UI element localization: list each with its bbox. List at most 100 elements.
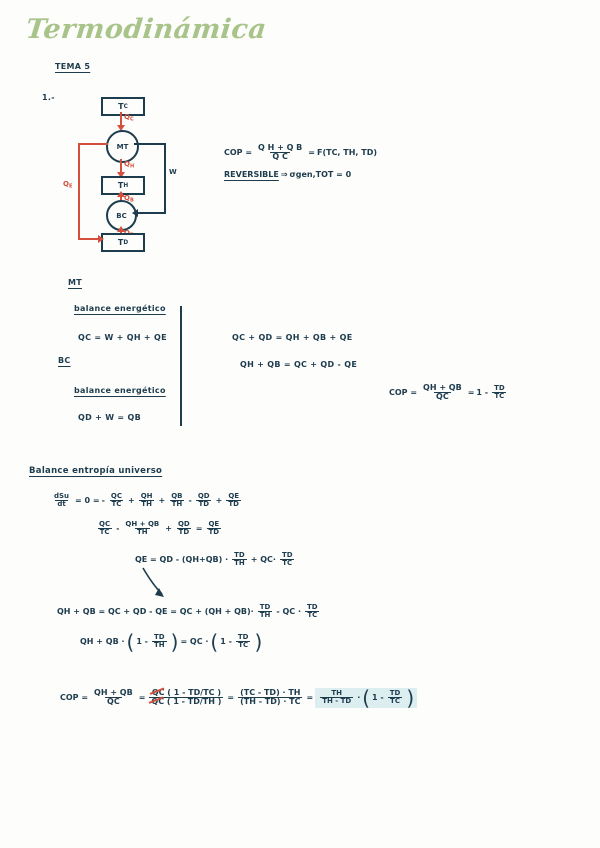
e3-f2-num: TD: [281, 551, 293, 559]
work-label-w: W: [169, 168, 177, 176]
e5-paren-close-2: ): [254, 629, 263, 654]
reversible-note: REVERSIBLE ⇒ σgen,TOT = 0: [224, 170, 351, 179]
e5-paren-open-2: (: [210, 629, 219, 654]
cop-mid-result-fraction: TD TC: [492, 384, 507, 401]
entropy-t4-den: TD: [196, 500, 212, 509]
machine-bc: BC: [106, 200, 137, 231]
highlighted-final-result: TH TH - TD · ( 1 - TD TC ): [315, 685, 418, 710]
entropy-equation-4: QH + QB = QC + QD - QE = QC + (QH + QB)·…: [57, 603, 322, 620]
dsu-den: dt: [55, 500, 68, 509]
entropy-t5-sign: +: [215, 496, 223, 506]
work-line-right: [164, 143, 166, 213]
flow-qc-line: [120, 112, 122, 127]
entropy-eq-zero: = 0 =: [75, 496, 100, 506]
cop-mid-result-num: TD: [494, 384, 505, 393]
bc-balance-label: balance energético: [74, 386, 166, 395]
entropy-t1-sign: -: [101, 496, 105, 506]
e3-frac-2: TD TC: [280, 551, 295, 568]
cop-mid-den: QC: [434, 392, 451, 402]
entropy-term-qb-th: QB TH: [169, 492, 185, 509]
e2-sign-1: -: [116, 524, 120, 534]
e2-term-b: QH + QB TH: [123, 520, 161, 537]
final-cop-frac-3: (TC - TD) · TH (TH - TD) · TC: [238, 688, 303, 707]
entropy-term-qh-th: QH TH: [139, 492, 155, 509]
entropy-t3-num: QB: [171, 492, 183, 500]
final-hl-paren-open: (: [362, 685, 371, 710]
e2-a-den: TC: [97, 528, 112, 537]
final-hl-paren-close: ): [406, 685, 415, 710]
entropy-t2-den: TH: [139, 500, 154, 509]
e5-frac-1: TD TH: [151, 633, 167, 650]
cancelled-qc-denominator: QC: [151, 697, 165, 707]
final-equals-3: =: [306, 693, 314, 703]
qe-line-bottom: [78, 238, 100, 240]
entropy-t4-sign: -: [188, 496, 192, 506]
entropy-t2-sign: +: [128, 496, 135, 506]
sigma-gen-total: σgen,TOT = 0: [289, 170, 352, 179]
machine-mt: MT: [106, 130, 139, 163]
e2-term-a: QC TC: [97, 520, 112, 537]
cop-mid-equals: =: [467, 388, 475, 398]
final-equals-1: =: [138, 693, 146, 703]
work-line-bottom: [136, 212, 166, 214]
entropy-equation-3: QE = QD - (QH+QB) · TD TH + QC· TD TC: [135, 551, 297, 568]
e2-b-num: QH + QB: [125, 520, 160, 528]
cop-mid-result-lead: 1 -: [476, 388, 489, 398]
final-cop-frac-1: QH + QB QC: [92, 688, 135, 707]
final-f3-den: (TH - TD) · TC: [238, 697, 303, 707]
entropy-term-qe-td: QE TD: [226, 492, 241, 509]
entropy-t1-num: QC: [110, 492, 123, 500]
e5-f2-num: TD: [237, 633, 249, 641]
cop-mid-num: QH + QB: [423, 383, 462, 392]
e5-equals: = QC ·: [180, 637, 209, 647]
combined-equation-2: QH + QB = QC + QD - QE: [240, 360, 358, 369]
flow-qb-arrow: [117, 191, 125, 197]
work-line-top: [134, 143, 166, 145]
flow-label-qc: QC: [124, 113, 134, 123]
page-title: Termodinámica: [24, 14, 269, 45]
bc-heading: BC: [58, 356, 71, 365]
e5-f2-den: TC: [236, 641, 251, 650]
entropy-t5-num: QE: [228, 492, 240, 500]
e5-one-2: 1 -: [220, 637, 232, 647]
grouping-brace: [180, 306, 182, 426]
final-hl-dot: ·: [357, 693, 361, 703]
final-f2-num: QC ( 1 - TD/TC ): [150, 688, 223, 697]
entropy-heading: Balance entropía universo: [29, 466, 163, 476]
flow-qc-arrow: [117, 125, 125, 131]
mt-balance-equation: QC = W + QH + QE: [78, 333, 167, 342]
e2-d-num: QE: [208, 520, 220, 528]
e4-frac-2: TD TC: [305, 603, 320, 620]
cop-intermediate: COP = QH + QB QC = 1 - TD TC: [389, 383, 509, 402]
entropy-t5-den: TD: [226, 500, 241, 509]
e5-paren-close: ): [170, 629, 179, 654]
e3-f1-den: TH: [232, 559, 247, 568]
e3-lead: QE = QD - (QH+QB) ·: [135, 555, 229, 565]
cop-definition: COP = Q H + Q B Q C = F(TC, TH, TD): [224, 143, 377, 162]
e4-frac-1: TD TH: [257, 603, 273, 620]
e2-equals: =: [195, 524, 203, 534]
final-hl-den: TH - TD: [320, 697, 354, 706]
final-den-paren: ( 1 - TD/TH ): [166, 697, 222, 707]
e2-d-den: TD: [206, 528, 222, 537]
flow-label-qh: QH: [124, 160, 135, 170]
final-cop-lead: COP =: [60, 693, 89, 703]
e5-one: 1 -: [136, 637, 148, 647]
e2-term-c: QD TD: [176, 520, 192, 537]
cop-function: F(TC, TH, TD): [316, 148, 377, 158]
entropy-term-qd-td: QD TD: [196, 492, 212, 509]
final-hl-one: 1 -: [372, 693, 384, 703]
cop-fraction: Q H + Q B Q C: [256, 143, 304, 162]
e3-f1-num: TD: [234, 551, 245, 559]
section-heading: TEMA 5: [55, 62, 91, 71]
final-hl-num-2: TD: [389, 689, 401, 697]
flow-label-qe: QE: [63, 180, 73, 190]
dsu-num: dSu: [54, 492, 70, 500]
final-hl-frac-2: TD TC: [388, 689, 403, 706]
final-cop-frac-2: QC ( 1 - TD/TC ) QC ( 1 - TD/TH ): [149, 688, 224, 707]
e2-sign-2: +: [165, 524, 172, 534]
cop-equals: =: [308, 148, 315, 158]
